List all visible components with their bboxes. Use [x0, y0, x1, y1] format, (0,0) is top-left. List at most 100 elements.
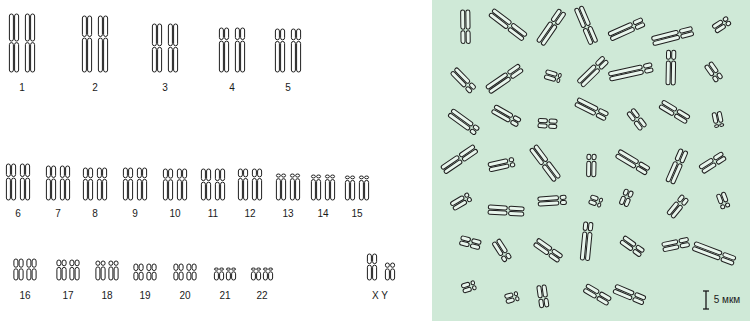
chromatid-arm: [134, 264, 138, 271]
chromosome: [459, 236, 481, 250]
chromosome: [9, 14, 18, 72]
chromatid-arm: [508, 27, 525, 41]
chromatid-arm: [275, 29, 279, 40]
chromosome-number: 12: [244, 208, 255, 220]
chromatid-arm: [123, 168, 127, 178]
chromatid-arm: [549, 119, 557, 123]
chromatid-arm: [263, 268, 267, 270]
chromosome: [27, 259, 36, 280]
chromatid-arm: [96, 261, 100, 265]
chromatid-arm: [97, 168, 101, 178]
chromosome: [96, 261, 105, 280]
chromatid-arm: [169, 180, 173, 200]
spread-chromosome: [450, 192, 472, 210]
spread-chromosome: [659, 100, 691, 124]
spread-chromosome: [574, 97, 608, 120]
chromatid-arm: [174, 272, 178, 280]
chromatid-arm: [587, 154, 591, 159]
chromatid-arm: [448, 113, 471, 131]
chromatid-arm: [15, 43, 19, 72]
chromosome: [97, 168, 106, 200]
chromatid-arm: [235, 41, 239, 72]
chromatid-arm: [12, 164, 16, 177]
chromatid-arm: [628, 191, 634, 198]
chromosome: [613, 284, 646, 305]
chromatid-arm: [365, 180, 369, 200]
chromosome: [311, 175, 320, 200]
chromatid-arm: [317, 175, 321, 178]
chromosome: [544, 70, 562, 83]
chromatid-arm: [83, 179, 87, 200]
chromatid-arm: [9, 43, 13, 72]
chromatid-arm: [670, 163, 682, 184]
chromatid-arm: [201, 182, 205, 200]
chromatid-arm: [168, 47, 172, 72]
chromatid-arm: [297, 29, 301, 40]
chromatid-arm: [60, 179, 64, 200]
chromosome: [345, 176, 354, 200]
chromatid-arm: [6, 178, 10, 200]
chromatid-arm: [225, 41, 229, 72]
chromatid-arm: [226, 272, 230, 280]
chromatid-arm: [214, 272, 218, 280]
chromatid-arm: [643, 63, 652, 69]
chromatid-arm: [574, 8, 586, 28]
chromatid-arm: [583, 222, 588, 231]
chromosome: [692, 241, 736, 265]
chromosome: [168, 24, 177, 72]
chromatid-arm: [46, 179, 50, 200]
chromosome: [666, 50, 676, 85]
chromosome: [214, 268, 223, 280]
chromatid-arm: [514, 291, 518, 296]
chromatid-arm: [20, 164, 24, 177]
spread-chromosome: [666, 148, 688, 184]
chromatid-arm: [663, 245, 679, 252]
spread-chromosome: [504, 291, 519, 303]
chromatid-arm: [251, 268, 255, 270]
chromatid-arm: [467, 197, 472, 202]
chromosome-number: 14: [317, 208, 328, 220]
chromatid-arm: [52, 166, 56, 177]
chromosome: [574, 97, 608, 120]
chromatid-arm: [152, 272, 156, 280]
chromatid-arm: [542, 285, 548, 298]
chromatid-arm: [183, 180, 187, 200]
chromosome: [367, 254, 376, 280]
chromatid-arm: [75, 260, 79, 266]
chromatid-arm: [716, 156, 727, 165]
chromatid-arm: [583, 28, 593, 45]
chromatid-arm: [238, 178, 242, 200]
chromatid-arm: [220, 268, 224, 270]
chromatid-arm: [98, 38, 102, 72]
chromatid-arm: [32, 259, 36, 267]
chromatid-arm: [714, 124, 718, 127]
chromatid-arm: [174, 47, 178, 72]
chromatid-arm: [587, 161, 591, 177]
chromatid-arm: [152, 47, 156, 72]
chromatid-arm: [143, 168, 147, 178]
chromatid-arm: [281, 29, 285, 40]
chromatid-arm: [704, 64, 714, 76]
chromatid-arm: [25, 14, 29, 41]
chromosome: [537, 285, 549, 308]
chromosome: [608, 18, 645, 41]
chromatid-arm: [89, 179, 93, 200]
spread-chromosome: [608, 63, 653, 82]
chromosome: [538, 195, 567, 206]
chromatid-arm: [269, 272, 273, 280]
chromosome-number: 22: [256, 290, 267, 302]
chromatid-arm: [548, 253, 560, 263]
chromosome: [627, 108, 647, 131]
chromatid-arm: [27, 269, 31, 280]
chromatid-arm: [192, 272, 196, 280]
chromatid-arm: [627, 111, 636, 121]
chromatid-arm: [712, 112, 718, 123]
chromatid-arm: [214, 268, 218, 270]
chromatid-arm: [624, 198, 631, 207]
chromatid-arm: [720, 204, 725, 209]
chromatid-arm: [615, 154, 636, 169]
chromatid-arm: [672, 50, 676, 59]
spread-chromosome: [662, 237, 690, 252]
chromatid-arm: [114, 267, 118, 280]
chromatid-arm: [509, 206, 524, 211]
